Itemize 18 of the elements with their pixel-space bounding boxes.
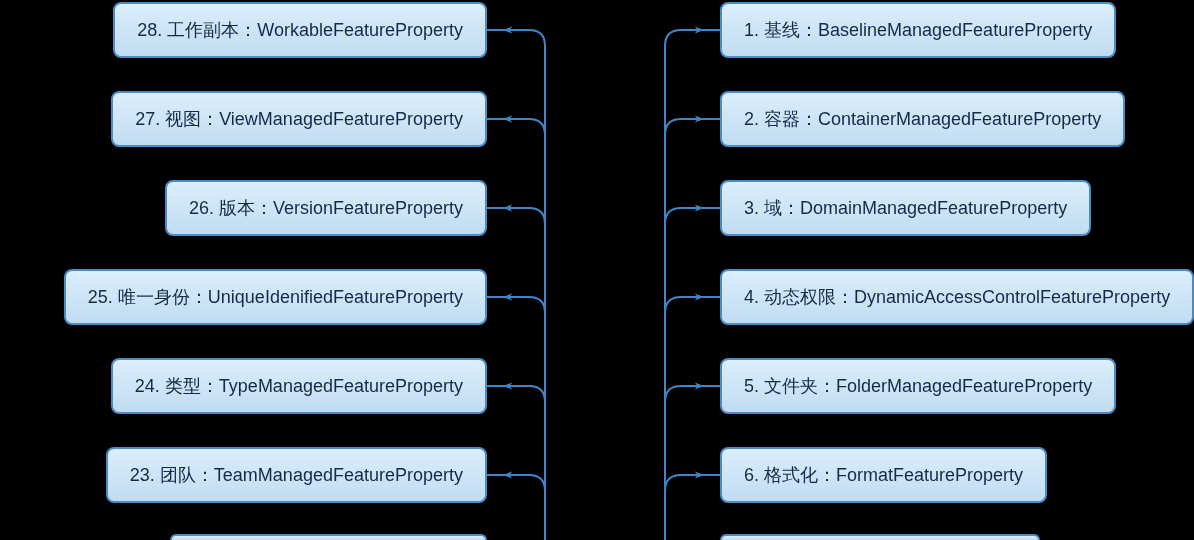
feature-box [720, 534, 1040, 540]
feature-box: 2. 容器：ContainerManagedFeatureProperty [720, 91, 1126, 147]
feature-box: 28. 工作副本：WorkableFeatureProperty [113, 2, 487, 58]
feature-box: 27. 视图：ViewManagedFeatureProperty [111, 91, 487, 147]
arrow [664, 26, 721, 47]
feature-box: 26. 版本：VersionFeatureProperty [164, 180, 487, 236]
feature-box: 5. 文件夹：FolderManagedFeatureProperty [720, 358, 1117, 414]
feature-box: 3. 域：DomainManagedFeatureProperty [720, 180, 1092, 236]
trunk-line [544, 45, 546, 540]
feature-box: 25. 唯一身份：UniqueIdenifiedFeatureProperty [63, 269, 487, 325]
arrow [486, 26, 546, 47]
feature-box [170, 534, 487, 540]
feature-box: 23. 团队：TeamManagedFeatureProperty [105, 447, 487, 503]
feature-box: 1. 基线：BaselineManagedFeatureProperty [720, 2, 1117, 58]
trunk-line [664, 45, 666, 540]
feature-box: 24. 类型：TypeManagedFeatureProperty [110, 358, 487, 414]
feature-box: 4. 动态权限：DynamicAccessControlFeatureProperty [720, 269, 1194, 325]
feature-box: 6. 格式化：FormatFeatureProperty [720, 447, 1048, 503]
